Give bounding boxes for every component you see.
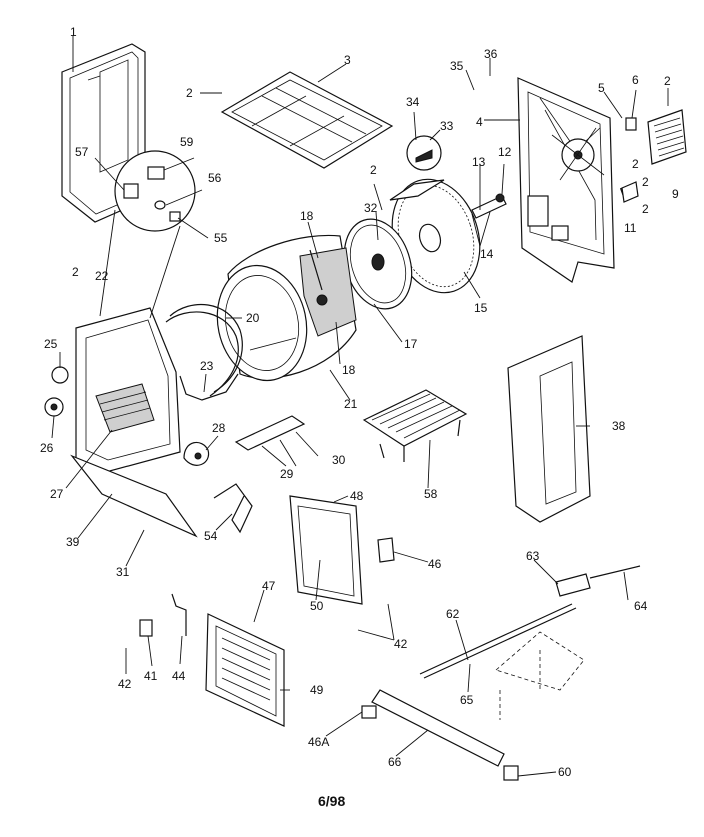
part-44	[171, 593, 187, 636]
part-bracket	[625, 117, 637, 131]
callout-5: 5	[598, 81, 605, 95]
callout-15: 15	[474, 301, 488, 315]
leader-lines	[51, 36, 669, 777]
callout-9: 9	[672, 187, 679, 201]
callout-63: 63	[526, 549, 540, 563]
part-door-47	[205, 613, 285, 727]
parts-drawing	[44, 43, 687, 781]
callout-2: 2	[632, 157, 639, 171]
callout-6: 6	[632, 73, 639, 87]
callout-labels: 1 2 3 2 35 36 5 6 2 34 33 4 9 2 2 57 59 …	[40, 25, 679, 779]
callout-1: 1	[70, 25, 77, 39]
callout-42: 42	[394, 637, 408, 651]
callout-36: 36	[484, 47, 498, 61]
callout-12: 12	[498, 145, 512, 159]
callout-44: 44	[172, 669, 186, 683]
callout-25: 25	[44, 337, 58, 351]
callout-29: 29	[280, 467, 294, 481]
part-bracket-30	[234, 415, 306, 451]
callout-33: 33	[440, 119, 454, 133]
part-46	[377, 537, 395, 563]
part-drum	[216, 234, 357, 382]
callout-39: 39	[66, 535, 80, 549]
part-switch-25	[51, 366, 69, 384]
callout-11: 11	[624, 221, 637, 235]
callout-57: 57	[75, 145, 89, 159]
callout-55: 55	[214, 231, 228, 245]
callout-35: 35	[450, 59, 464, 73]
part-rack	[362, 389, 468, 462]
part-front-panel	[75, 307, 181, 473]
callout-65: 65	[460, 693, 474, 707]
callout-2: 2	[642, 202, 649, 216]
callout-30: 30	[332, 453, 346, 467]
part-41	[139, 619, 153, 637]
callout-13: 13	[472, 155, 486, 169]
callout-66: 66	[388, 755, 402, 769]
part-panel-48	[289, 495, 363, 605]
callout-22: 22	[95, 269, 109, 283]
callout-26: 26	[40, 441, 54, 455]
callout-27: 27	[50, 487, 64, 501]
callout-2: 2	[370, 163, 377, 177]
callout-28: 28	[212, 421, 226, 435]
callout-42: 42	[118, 677, 132, 691]
callout-58: 58	[424, 487, 438, 501]
callout-31: 31	[116, 565, 130, 579]
callout-34: 34	[406, 95, 420, 109]
callout-50: 50	[310, 599, 324, 613]
callout-59: 59	[180, 135, 194, 149]
part-seal	[343, 218, 413, 310]
callout-3: 3	[344, 53, 351, 67]
callout-2: 2	[664, 74, 671, 88]
part-inset-57	[99, 150, 196, 319]
callout-21: 21	[344, 397, 358, 411]
callout-20: 20	[246, 311, 260, 325]
callout-23: 23	[200, 359, 214, 373]
part-rail-assembly	[361, 565, 641, 781]
part-wire-23	[179, 373, 239, 401]
part-thermostat	[183, 441, 210, 466]
callout-32: 32	[364, 201, 378, 215]
callout-46a: 46A	[308, 735, 329, 749]
callout-47: 47	[262, 579, 276, 593]
part-drum-seal	[169, 303, 243, 393]
callout-46: 46	[428, 557, 442, 571]
footer-date-code: 6/98	[318, 793, 345, 809]
callout-49: 49	[310, 683, 324, 697]
callout-4: 4	[476, 115, 483, 129]
part-roller	[471, 193, 507, 219]
part-grille	[647, 109, 687, 165]
part-kick-plate	[70, 454, 198, 538]
callout-62: 62	[446, 607, 460, 621]
part-rear-bulkhead	[389, 178, 481, 294]
callout-60: 60	[558, 765, 572, 779]
part-harness	[213, 483, 253, 534]
callout-2: 2	[642, 175, 649, 189]
part-drum-seal-inner	[165, 311, 239, 397]
callout-18: 18	[300, 209, 314, 223]
part-side-panel-right	[507, 335, 591, 523]
callout-18: 18	[342, 363, 356, 377]
callout-17: 17	[404, 337, 418, 351]
callout-2: 2	[72, 265, 79, 279]
callout-64: 64	[634, 599, 648, 613]
part-top-panel	[220, 71, 394, 169]
callout-14: 14	[480, 247, 494, 261]
callout-41: 41	[144, 669, 158, 683]
part-inset-circle	[406, 135, 442, 171]
callout-2: 2	[186, 86, 193, 100]
callout-38: 38	[612, 419, 626, 433]
callout-54: 54	[204, 529, 218, 543]
part-rear-panel	[517, 77, 615, 283]
callout-48: 48	[350, 489, 364, 503]
part-switch	[621, 181, 639, 203]
callout-56: 56	[208, 171, 222, 185]
